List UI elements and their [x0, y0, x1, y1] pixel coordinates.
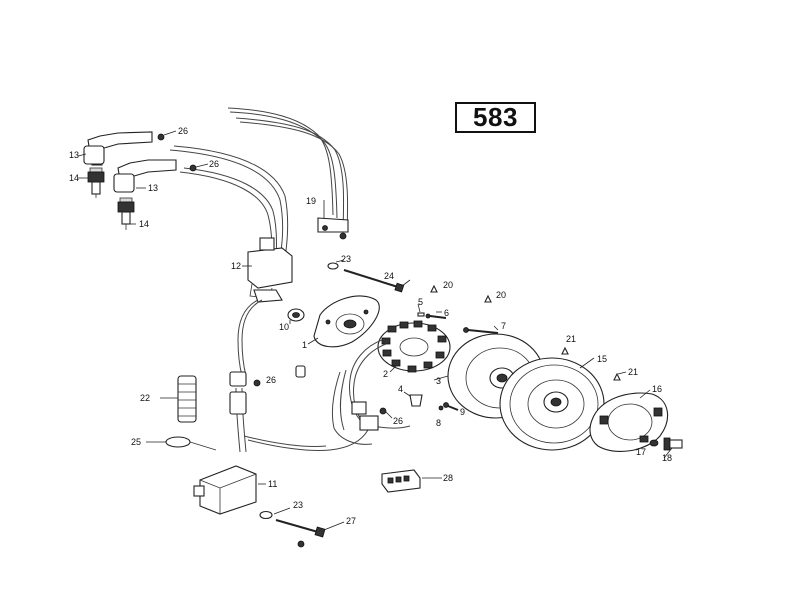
callout-8: 8: [436, 418, 441, 428]
callout-14a: 14: [69, 173, 79, 183]
callout-6: 6: [444, 308, 449, 318]
callout-26a: 26: [178, 126, 188, 136]
bolt-27: [275, 519, 326, 548]
callout-25: 25: [131, 437, 141, 447]
cdi-module-11: [193, 465, 257, 515]
ignition-coil-12: [247, 237, 293, 303]
coil-harness: [237, 299, 259, 377]
callout-16: 16: [652, 384, 662, 394]
callout-26b: 26: [209, 159, 219, 169]
connector-block-28: [381, 469, 421, 493]
junction-block: [351, 401, 387, 431]
callout-21b: 21: [628, 367, 638, 377]
callout-28: 28: [443, 473, 453, 483]
connector-lower: [229, 391, 247, 415]
callout-14b: 14: [139, 219, 149, 229]
connector-26: [295, 365, 306, 378]
stator-plate-1: [313, 295, 380, 348]
callout-12: 12: [231, 261, 241, 271]
screw-26-lower: [189, 164, 197, 172]
screw-26-upper: [157, 133, 165, 141]
callout-20a: 20: [443, 280, 453, 290]
spark-plug-upper: [87, 167, 105, 198]
grommet-10: [287, 308, 305, 322]
stator-harness: [243, 339, 411, 451]
washer-23-lower: [259, 510, 273, 520]
washer-17: [649, 439, 659, 447]
pin-5: [417, 312, 425, 317]
stator-2: [377, 320, 451, 373]
callout-5: 5: [418, 297, 423, 307]
callout-13a: 13: [69, 150, 79, 160]
callout-3: 3: [436, 376, 441, 386]
callout-13b: 13: [148, 183, 158, 193]
protector-sleeve-22: [177, 375, 197, 423]
callout-22: 22: [140, 393, 150, 403]
spark-plug-cap-upper: [83, 131, 153, 166]
grease-drop-21b: [613, 372, 621, 381]
screw-9: [443, 402, 459, 411]
high-tension-wires: [169, 107, 349, 259]
callout-18: 18: [662, 453, 672, 463]
callout-20b: 20: [496, 290, 506, 300]
callout-7: 7: [501, 321, 506, 331]
ring-gear-15: [499, 357, 605, 451]
bolt-18: [663, 437, 683, 451]
leader-lines: [77, 130, 673, 531]
callout-2: 2: [383, 369, 388, 379]
callout-15: 15: [597, 354, 607, 364]
callout-23b: 23: [293, 500, 303, 510]
callout-23a: 23: [341, 254, 351, 264]
spark-plug-lower: [117, 197, 135, 230]
grease-drop-20a: [430, 284, 438, 293]
callout-11: 11: [268, 479, 277, 489]
callout-10: 10: [279, 322, 289, 332]
grease-drop-20b: [484, 294, 492, 303]
callout-17: 17: [636, 447, 646, 457]
callout-labels: 26 13 14 26 13 14 19 12 23 24 20 20 5 6 …: [69, 126, 672, 526]
model-number: 583: [473, 102, 518, 132]
grease-drop-21a: [561, 346, 569, 355]
spark-plug-cap-lower: [113, 159, 177, 193]
screw-26-harness: [253, 379, 261, 387]
bolt-24: [343, 269, 405, 293]
connector-coil: [229, 371, 247, 387]
washer-8: [438, 405, 444, 411]
tie-strap-25: [165, 436, 217, 451]
callout-4: 4: [398, 384, 403, 394]
starter-pulley-16: [589, 392, 669, 452]
washer-23-upper: [327, 262, 339, 270]
callout-24: 24: [384, 271, 394, 281]
bolt-7: [463, 327, 499, 334]
callout-9: 9: [460, 407, 465, 417]
wire-clamp-19: [317, 217, 349, 240]
screw-6: [425, 313, 447, 319]
callout-1: 1: [302, 340, 307, 350]
model-number-box: 583: [455, 102, 536, 133]
callout-21a: 21: [566, 334, 576, 344]
callout-19: 19: [306, 196, 316, 206]
callout-26c: 26: [393, 416, 403, 426]
callout-27: 27: [346, 516, 356, 526]
callout-26d: 26: [266, 375, 276, 385]
key-4: [409, 394, 423, 407]
